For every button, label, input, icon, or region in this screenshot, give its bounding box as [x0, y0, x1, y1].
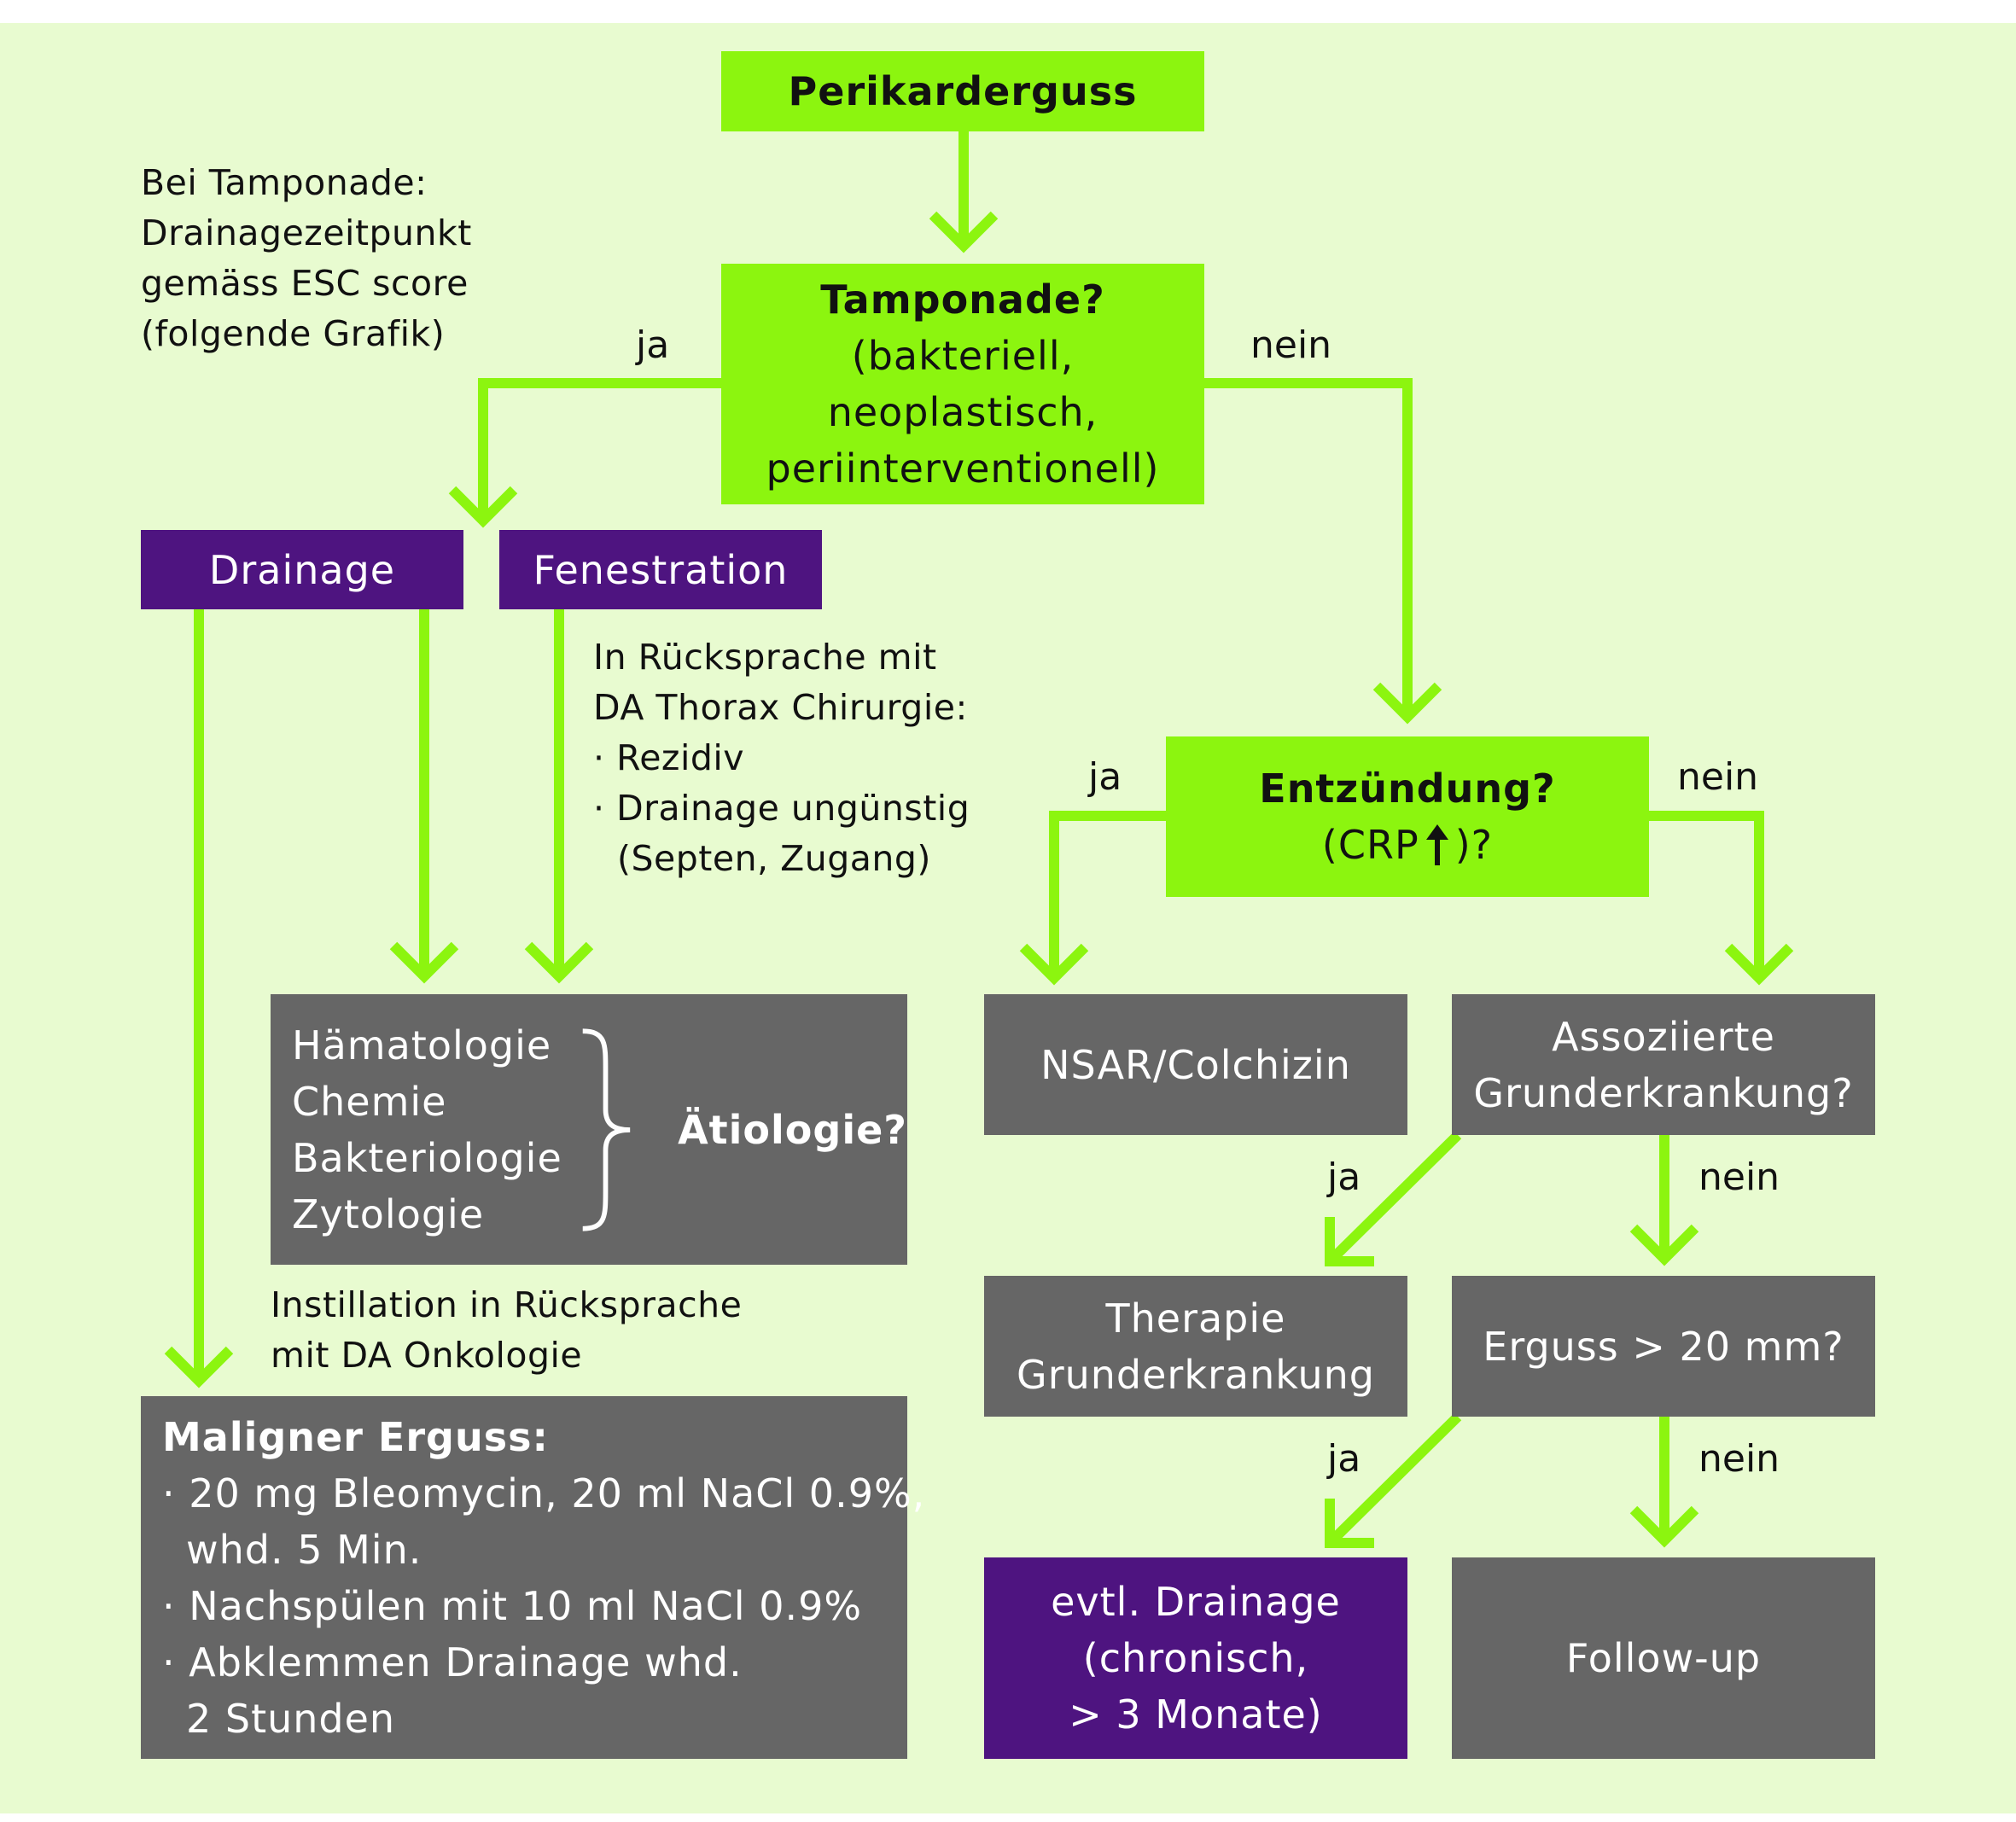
node-evtl-drainage: evtl. Drainage (chronisch, > 3 Monate): [984, 1557, 1407, 1759]
node-fenestration: Fenestration: [499, 530, 822, 609]
maligner-line: · 20 mg Bleomycin, 20 ml NaCl 0.9%,: [162, 1470, 926, 1516]
arrow-assoziierte-ja: [1326, 1131, 1462, 1266]
note-line: mit DA Onkologie: [271, 1335, 583, 1376]
node-maligner-erguss: Maligner Erguss: · 20 mg Bleomycin, 20 m…: [141, 1396, 924, 1759]
etiology-label: Ätiologie?: [678, 1106, 907, 1153]
node-evtl-drainage-line: evtl. Drainage: [1051, 1579, 1341, 1625]
node-follow-up-label: Follow-up: [1565, 1635, 1762, 1681]
label-erguss-nein: nein: [1698, 1437, 1780, 1481]
note-line: Drainagezeitpunkt: [141, 212, 472, 253]
maligner-line: · Abklemmen Drainage whd.: [162, 1639, 743, 1685]
maligner-title: Maligner Erguss:: [162, 1413, 549, 1460]
etiology-item: Chemie: [292, 1078, 447, 1125]
crp-prefix: (CRP: [1321, 822, 1419, 868]
note-line: In Rücksprache mit: [593, 637, 937, 678]
arrow-head-etiology-1: [389, 941, 459, 984]
node-erguss-20mm: Erguss > 20 mm?: [1452, 1276, 1875, 1417]
note-instillation: Instillation in Rücksprache mit DA Onkol…: [271, 1280, 742, 1381]
node-entzuendung: Entzündung? (CRP )?: [1166, 736, 1649, 897]
arrow-head-maligner: [164, 1346, 234, 1388]
node-erguss-label: Erguss > 20 mm?: [1483, 1323, 1844, 1370]
label-entzuendung-ja: ja: [1088, 755, 1122, 799]
arrow-entzuendung-ja: [1049, 811, 1166, 978]
note-fenestration: In Rücksprache mit DA Thorax Chirurgie: …: [593, 632, 970, 884]
node-drainage: Drainage: [141, 530, 463, 609]
note-line: · Drainage ungünstig: [593, 788, 970, 829]
note-line: (Septen, Zugang): [617, 838, 931, 879]
node-fenestration-label: Fenestration: [533, 546, 789, 593]
note-line: Instillation in Rücksprache: [271, 1284, 743, 1325]
etiology-item: Zytologie: [292, 1190, 485, 1237]
node-perikarderguss-label: Perikarderguss: [788, 68, 1138, 114]
arrow-head-ja-drainage: [448, 486, 518, 528]
arrow-entzuendung-nein: [1648, 811, 1764, 978]
label-assoziierte-nein: nein: [1698, 1155, 1780, 1199]
node-tamponade-line: neoplastisch,: [827, 389, 1098, 435]
node-tamponade-line: (bakteriell,: [851, 333, 1075, 379]
crp-suffix: )?: [1454, 822, 1494, 868]
arrow-head-etiology-2: [524, 941, 594, 984]
etiology-item: Bakteriologie: [292, 1134, 562, 1181]
arrow-head-evtl-drainage: [1325, 1499, 1374, 1548]
arrow-erguss-ja: [1326, 1412, 1462, 1547]
node-nsar-colchizin: NSAR/Colchizin: [984, 994, 1407, 1135]
maligner-line: 2 Stunden: [186, 1695, 396, 1742]
node-tamponade: Tamponade? (bakteriell, neoplastisch, pe…: [721, 264, 1204, 504]
node-evtl-drainage-line: (chronisch,: [1082, 1635, 1309, 1681]
arrow-head-assoziierte: [1724, 943, 1794, 986]
label-assoziierte-ja: ja: [1327, 1155, 1361, 1199]
node-entzuendung-title: Entzündung?: [1259, 765, 1556, 812]
arrow-head-erguss: [1629, 1224, 1699, 1266]
note-line: · Rezidiv: [593, 737, 745, 778]
node-perikarderguss: Perikarderguss: [721, 51, 1204, 131]
maligner-line: whd. 5 Min.: [186, 1526, 422, 1573]
maligner-line: · Nachspülen mit 10 ml NaCl 0.9%: [162, 1582, 863, 1629]
node-therapie-line: Grunderkrankung: [1017, 1351, 1375, 1398]
node-entzuendung-crp: (CRP )?: [1322, 817, 1493, 873]
label-tamponade-ja: ja: [636, 323, 670, 367]
node-tamponade-title: Tamponade?: [820, 277, 1105, 323]
note-line: (folgende Grafik): [141, 313, 446, 354]
arrow-head-tamponade: [929, 211, 999, 253]
note-line: gemäss ESC score: [141, 263, 469, 304]
arrow-head-follow-up: [1629, 1505, 1699, 1548]
label-tamponade-nein: nein: [1250, 323, 1332, 367]
node-follow-up: Follow-up: [1452, 1557, 1875, 1759]
etiology-list: Hämatologie Chemie Bakteriologie Zytolog…: [271, 1017, 569, 1243]
node-therapie-line: Therapie: [1105, 1295, 1286, 1342]
node-tamponade-line: periinterventionell): [766, 445, 1160, 492]
label-entzuendung-nein: nein: [1677, 755, 1759, 799]
note-line: DA Thorax Chirurgie:: [593, 687, 968, 728]
arrow-head-nsar: [1019, 943, 1089, 986]
label-erguss-ja: ja: [1327, 1437, 1361, 1481]
up-arrow-icon: [1425, 824, 1448, 865]
node-nsar-label: NSAR/Colchizin: [1040, 1041, 1351, 1088]
arrow-head-therapie: [1325, 1217, 1374, 1266]
right-curly-brace-icon: [582, 1027, 631, 1231]
note-line: Bei Tamponade:: [141, 162, 428, 203]
node-assoziierte-line: Grunderkrankung?: [1473, 1069, 1854, 1116]
arrow-head-entzuendung: [1372, 682, 1442, 725]
etiology-item: Hämatologie: [292, 1022, 552, 1068]
node-assoziierte-line: Assoziierte: [1552, 1013, 1775, 1060]
node-assoziierte-grunderkrankung: Assoziierte Grunderkrankung?: [1452, 994, 1875, 1135]
node-drainage-label: Drainage: [208, 546, 396, 593]
arrow-tamponade-ja: [478, 378, 721, 521]
node-etiology: Hämatologie Chemie Bakteriologie Zytolog…: [271, 994, 907, 1265]
arrow-tamponade-nein: [1203, 378, 1413, 717]
note-tamponade: Bei Tamponade: Drainagezeitpunkt gemäss …: [141, 158, 472, 359]
node-therapie-grunderkrankung: Therapie Grunderkrankung: [984, 1276, 1407, 1417]
node-evtl-drainage-line: > 3 Monate): [1069, 1691, 1323, 1738]
